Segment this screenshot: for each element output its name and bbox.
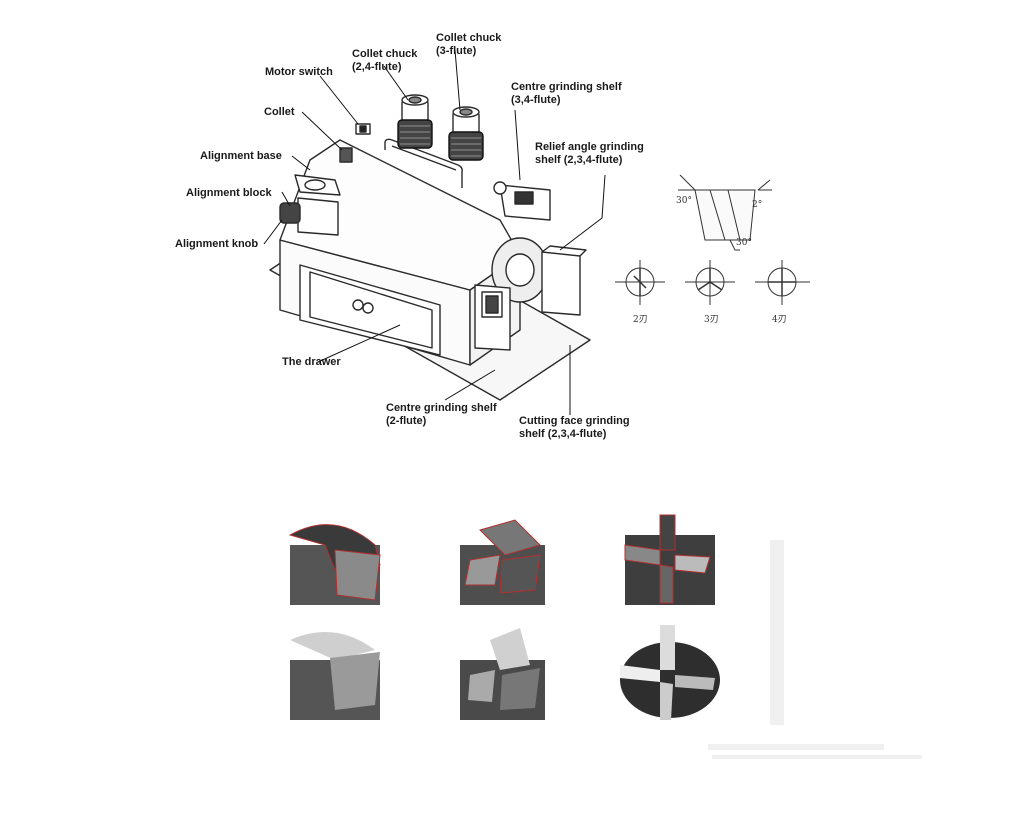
photo-3flute-highlighted (460, 519, 545, 605)
alignment-block-drawing (297, 197, 339, 236)
label-alignment-base: Alignment base (200, 150, 282, 162)
alignment-base-drawing (294, 174, 341, 196)
label-centre-shelf-34: Centre grinding shelf (3,4-flute) (511, 81, 622, 106)
collet-chuck-3-drawing (448, 106, 484, 161)
drawer (299, 264, 441, 356)
label-relief-shelf: Relief angle grinding shelf (2,3,4-flute… (535, 141, 644, 166)
flute-2-crosssection (615, 260, 665, 305)
decor-bar-horizontal-2 (712, 755, 922, 759)
relief-shelf-drawing (541, 251, 581, 316)
flute-angle-diagram (615, 174, 810, 305)
label-motor-switch: Motor switch (265, 66, 333, 78)
label-cutting-face-shelf: Cutting face grinding shelf (2,3,4-flute… (519, 415, 630, 440)
flute-2-label: 2刃 (633, 315, 648, 325)
photo-2flute (290, 632, 380, 720)
photo-2flute-highlighted (288, 524, 381, 605)
decor-bar-vertical (770, 540, 784, 725)
label-collet-chuck-24: Collet chuck (2,4-flute) (352, 48, 418, 73)
angle-30-bottom: 30° (736, 238, 752, 248)
angle-30-top: 30° (676, 196, 692, 206)
label-alignment-knob: Alignment knob (175, 238, 259, 250)
machine-top (279, 139, 521, 291)
endmill-photo-grid (270, 505, 730, 725)
label-collet-chuck-3: Collet chuck (3-flute) (436, 32, 502, 57)
photo-3flute (460, 628, 545, 720)
collet-chuck-24-drawing (397, 94, 433, 149)
flute-4-label: 4刃 (772, 315, 787, 325)
label-the-drawer: The drawer (282, 356, 341, 368)
label-collet: Collet (264, 106, 295, 118)
label-centre-shelf-2: Centre grinding shelf (2-flute) (386, 402, 497, 427)
photo-4flute (620, 625, 720, 720)
photo-4flute-highlighted (624, 514, 715, 605)
flute-3-label: 3刃 (704, 315, 719, 325)
alignment-knob-drawing (279, 202, 301, 224)
top-handle (384, 138, 463, 188)
drawer-knob (352, 299, 364, 311)
endmill-tip (694, 189, 756, 241)
decor-bar-horizontal-1 (708, 744, 884, 750)
collet-drawing (339, 147, 353, 163)
flute-4-crosssection (755, 260, 810, 305)
label-alignment-block: Alignment block (186, 187, 272, 199)
angle-2: 2° (752, 200, 763, 210)
flute-3-crosssection (685, 260, 735, 305)
grinder-machine-drawing (263, 49, 606, 415)
